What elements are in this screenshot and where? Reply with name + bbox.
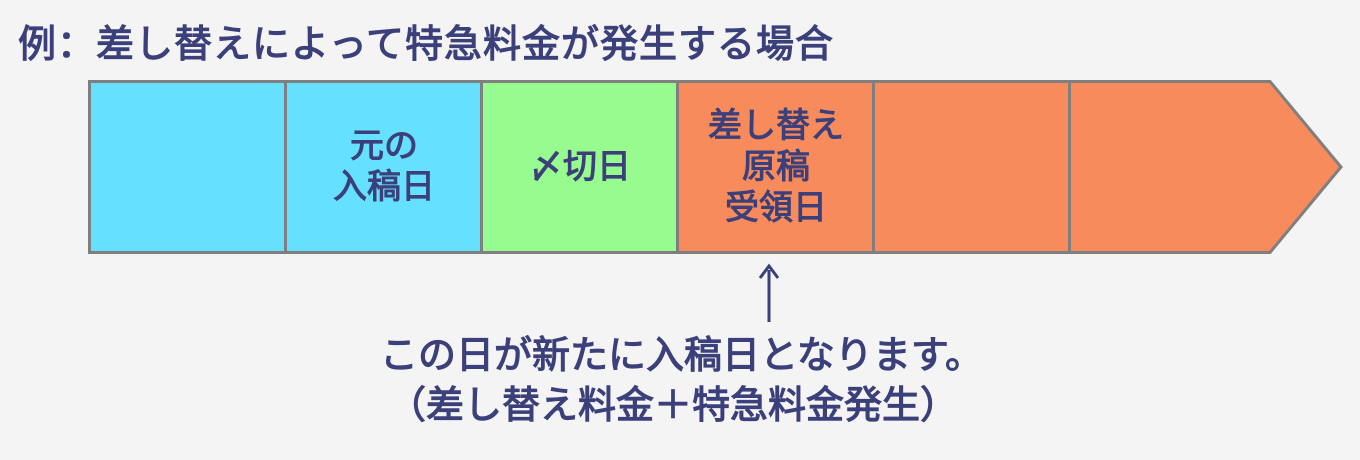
note-line-fees: （差し替え料金＋特急料金発生） — [388, 383, 959, 427]
timeline-arrow — [88, 80, 1343, 254]
timeline-cell-5 — [1068, 80, 1343, 254]
timeline: 元の 入稿日 〆切日 差し替え 原稿 受領日 — [88, 80, 1344, 254]
cell-label-replacement-received-date: 差し替え 原稿 受領日 — [708, 105, 844, 228]
timeline-cell-4 — [872, 80, 1071, 254]
timeline-cell-0 — [88, 80, 287, 254]
timeline-cell-1 — [284, 80, 483, 254]
timeline-cell-2 — [480, 80, 679, 254]
cell-label-original-submission-date: 元の 入稿日 — [333, 126, 435, 207]
up-arrow-icon — [758, 263, 780, 322]
explanation-note: この日が新たに入稿日となります。 （差し替え料金＋特急料金発生） — [380, 330, 1180, 430]
note-line-new-submission-date: この日が新たに入稿日となります。 — [380, 333, 984, 377]
cell-label-deadline: 〆切日 — [529, 146, 631, 187]
diagram-title: 例：差し替えによって特急料金が発生する場合 — [18, 22, 834, 66]
